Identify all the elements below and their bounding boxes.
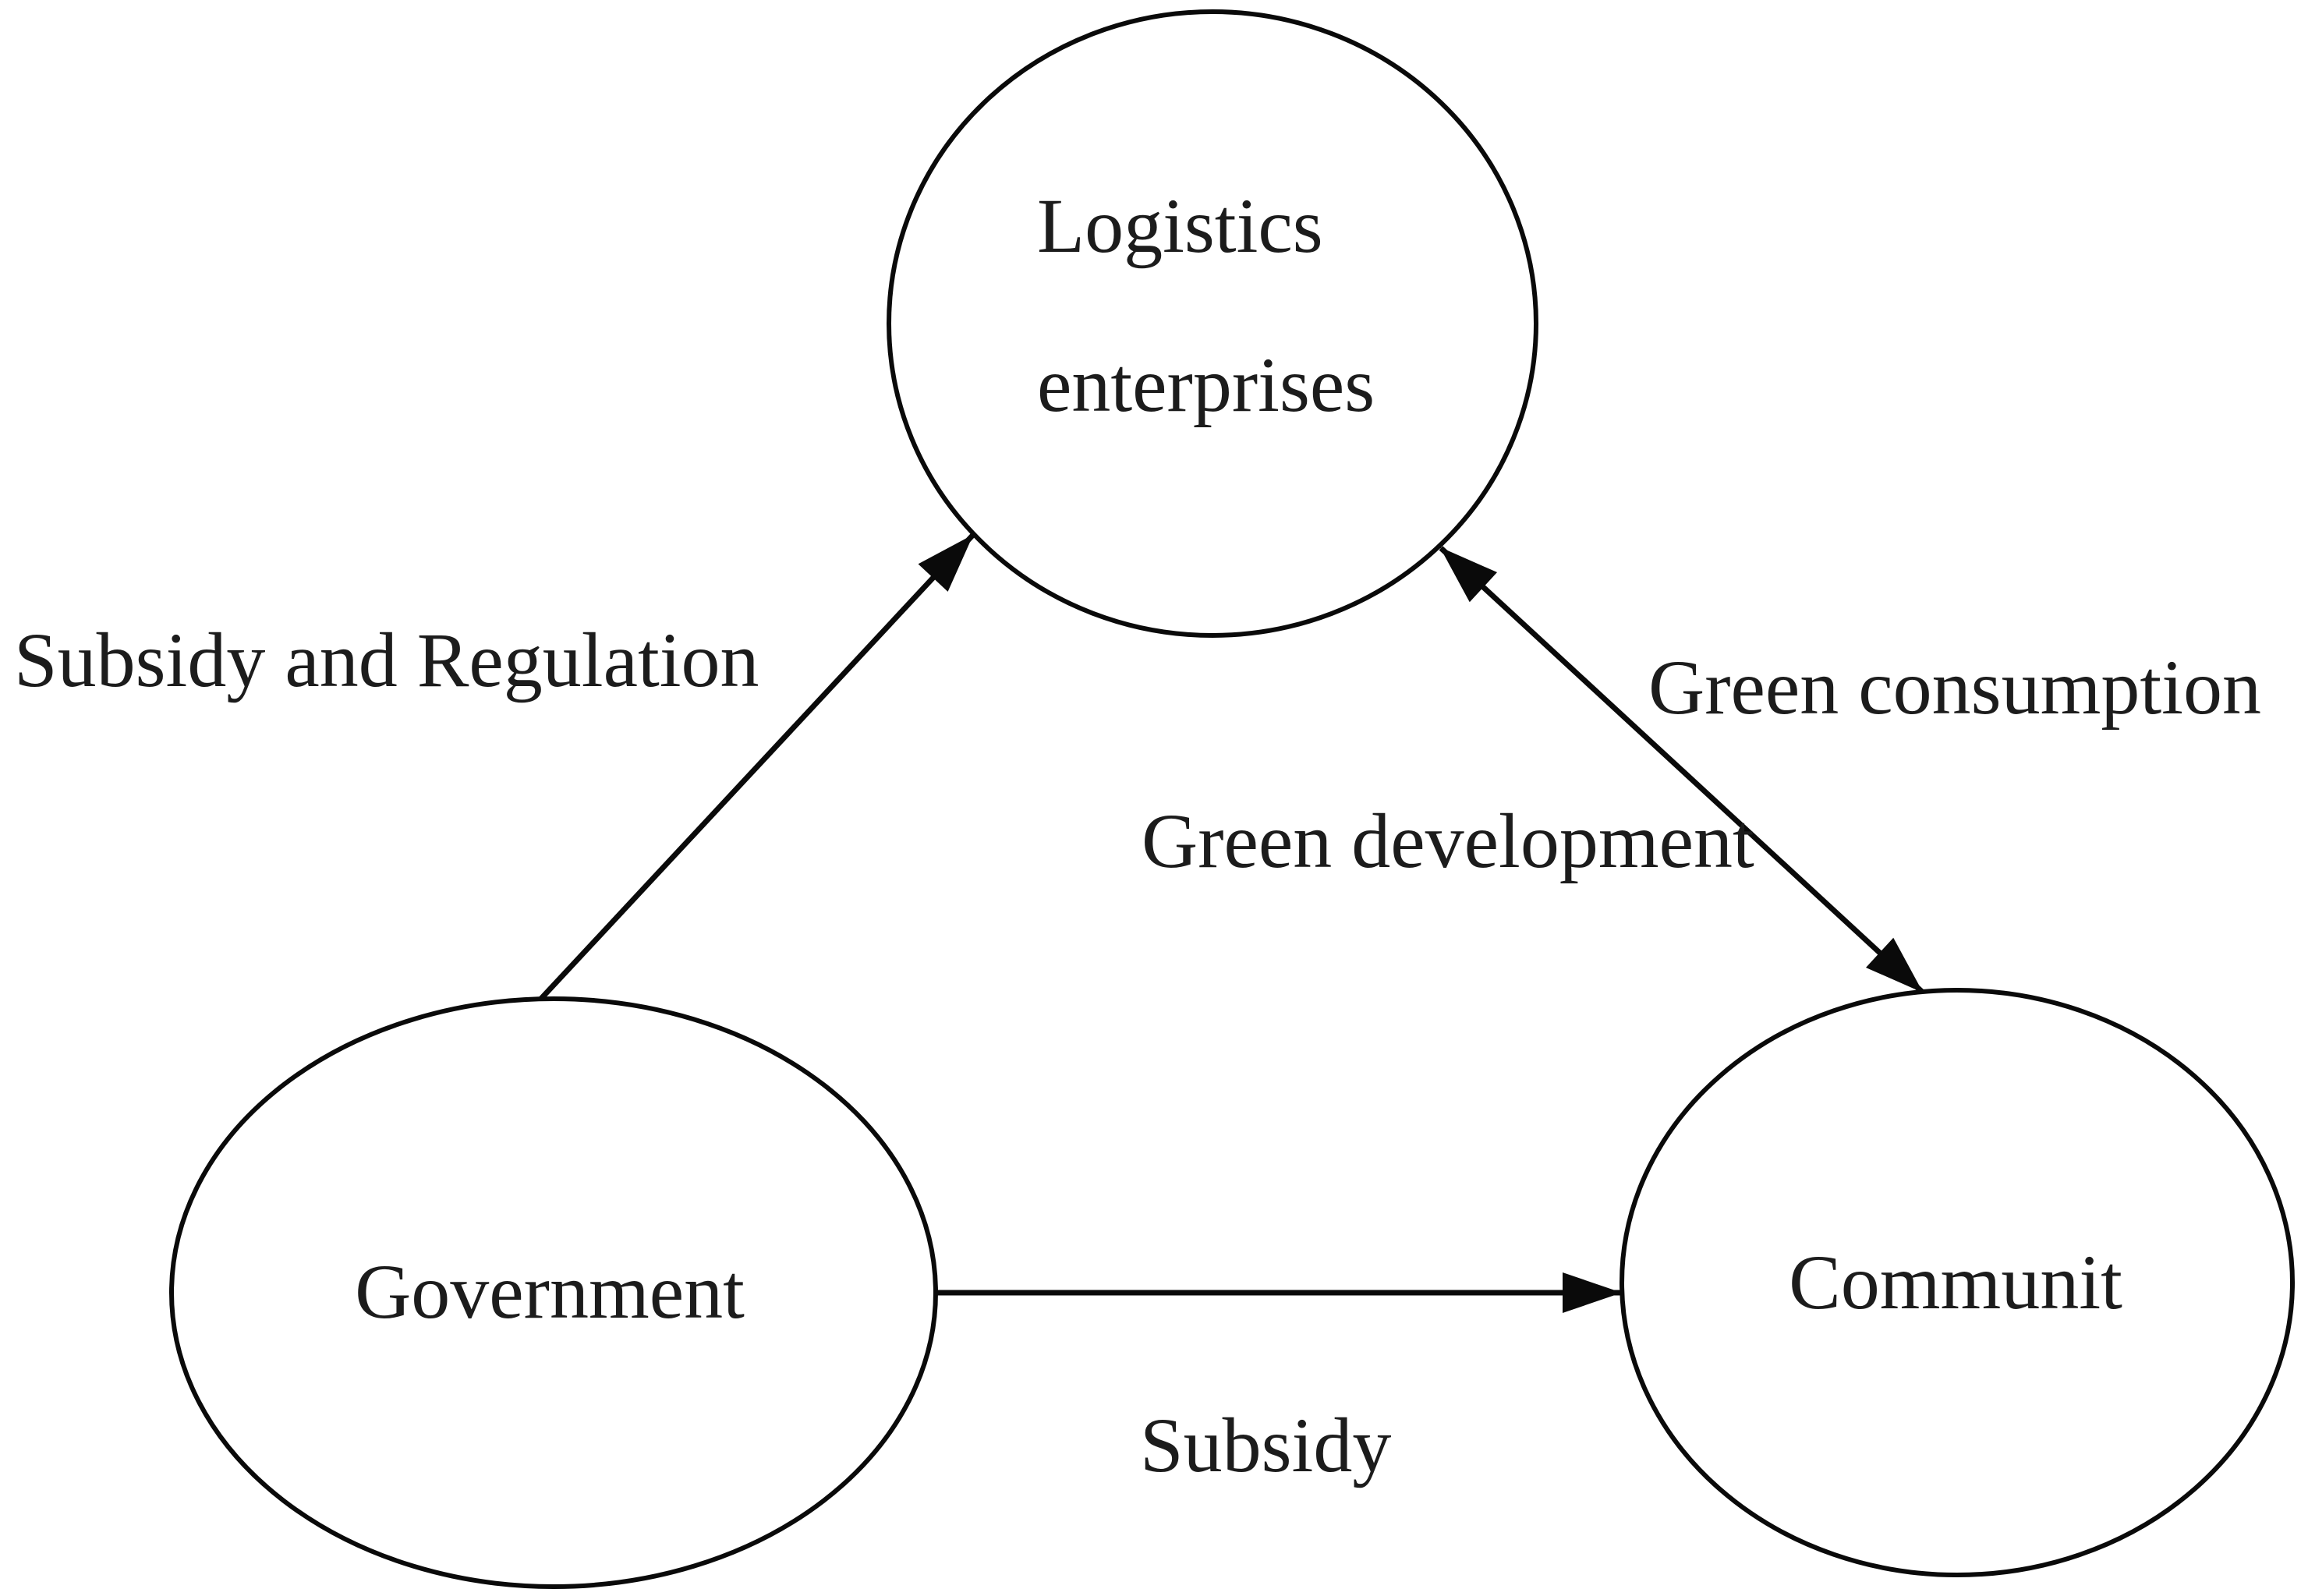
node-government-label: Government	[355, 1248, 745, 1335]
node-community	[1620, 988, 2295, 1577]
edge-label-green-development: Green development	[1142, 798, 1754, 884]
edge-label-green-consumption: Green consumption	[1648, 644, 2261, 731]
node-logistics-label-line1: Logistics	[1037, 182, 1323, 269]
node-community-label: Communit	[1789, 1239, 2122, 1325]
edge-government-to-logistics-arrow	[536, 533, 975, 1004]
edge-logistics-community-double-arrow	[1439, 546, 1924, 994]
node-logistics-label-line2: enterprises	[1037, 341, 1375, 428]
edge-label-subsidy-and-regulation: Subsidy and Regulation	[14, 617, 759, 703]
node-logistics-enterprises	[887, 9, 1538, 638]
node-government	[169, 996, 938, 1589]
edge-label-subsidy: Subsidy	[1140, 1402, 1391, 1488]
